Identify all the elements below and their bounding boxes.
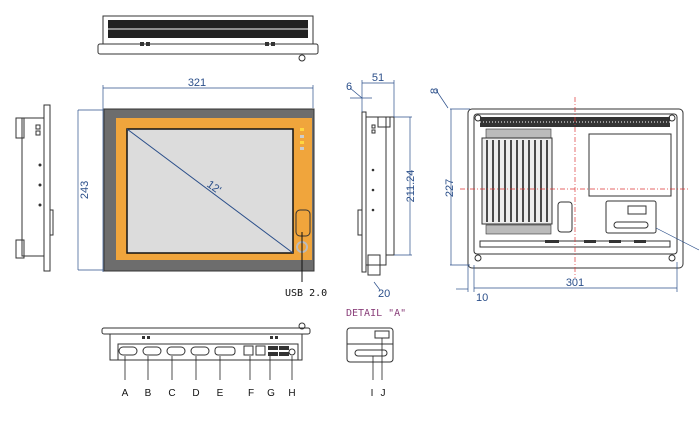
port-label-d: D (192, 388, 199, 399)
port-label-c: C (168, 388, 175, 399)
depth-dimension: 51 (372, 72, 384, 84)
rear-width-dimension: 301 (566, 277, 584, 289)
port-label-a: A (122, 388, 129, 399)
top-offset-dimension: 8 (429, 88, 441, 94)
front-view: 321 243 12' USB 2.0 (77, 77, 327, 299)
rear-height-dimension: 227 (444, 179, 456, 197)
port-label-e: E (217, 388, 224, 399)
left-side-view (15, 104, 54, 272)
bezel-depth-dimension: 6 (346, 81, 352, 93)
right-side-view: 51 6 211.24 20 (346, 72, 417, 300)
detail-label-j: J (381, 388, 386, 399)
rear-view: 227 8 301 10 (429, 88, 699, 304)
width-dimension: 321 (188, 77, 206, 89)
detail-a-title: DETAIL "A" (346, 308, 406, 319)
rear-offset-dimension: 10 (476, 292, 488, 304)
bottom-view: A B C D E F G H (101, 322, 311, 399)
bottom-offset-dimension: 20 (378, 288, 390, 300)
port-label-g: G (267, 388, 275, 399)
port-label-f: F (248, 388, 254, 399)
usb-callout: USB 2.0 (285, 288, 327, 299)
port-label-b: B (145, 388, 152, 399)
height-dimension: 243 (79, 181, 91, 199)
detail-label-i: I (371, 388, 374, 399)
detail-a-view: DETAIL "A" I J (346, 308, 406, 399)
port-label-h: H (288, 388, 295, 399)
usb-port (295, 209, 311, 237)
top-view (97, 15, 319, 62)
side-height-dimension: 211.24 (405, 170, 417, 203)
